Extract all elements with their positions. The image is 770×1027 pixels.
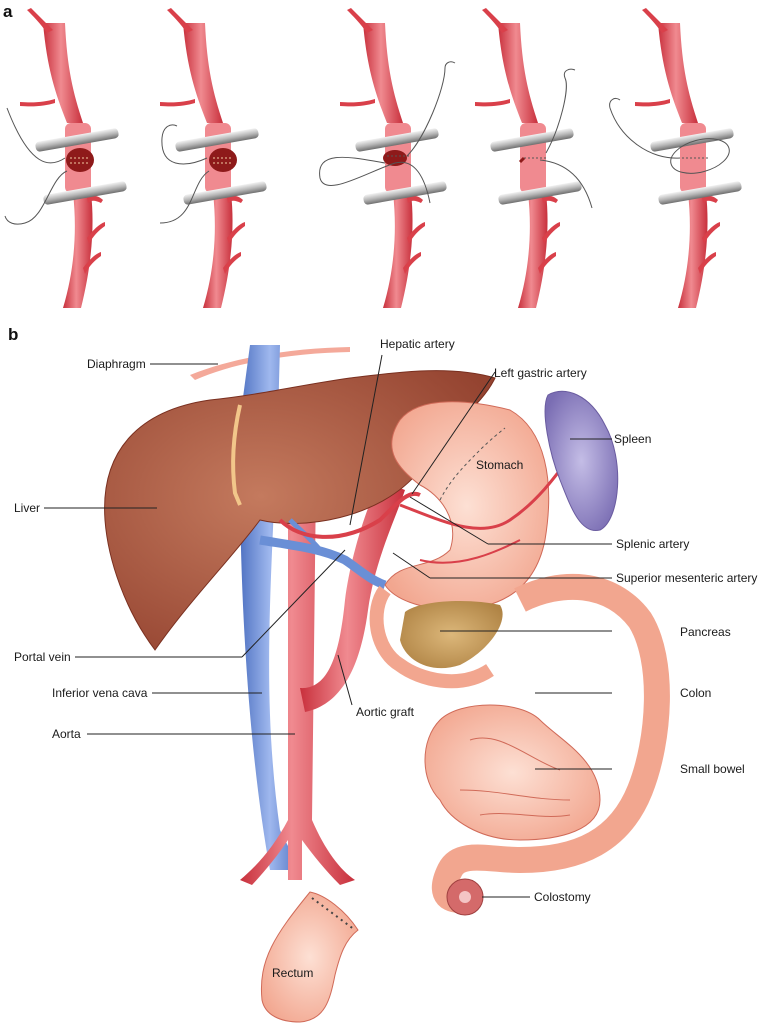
label-inferior-vena-cava: Inferior vena cava (52, 686, 148, 700)
anastomosis-step-3 (319, 8, 456, 308)
label-liver: Liver (14, 501, 41, 515)
panel-a-letter: a (3, 2, 13, 21)
label-splenic-artery: Splenic artery (616, 537, 690, 551)
label-spleen: Spleen (614, 432, 652, 446)
label-diaphragm: Diaphragm (87, 357, 146, 371)
aorta (240, 480, 355, 885)
anastomosis-step-1 (4, 8, 128, 308)
label-left-gastric-artery: Left gastric artery (494, 366, 587, 380)
label-small-bowel: Small bowel (680, 762, 745, 776)
duodenum (369, 585, 494, 689)
rectum (260, 891, 359, 1023)
anastomosis-step-2 (159, 8, 268, 308)
stomach (384, 401, 550, 611)
label-colostomy: Colostomy (534, 890, 591, 904)
label-pancreas: Pancreas (680, 625, 731, 639)
aortic-graft (300, 480, 405, 712)
portal-vein (259, 535, 387, 590)
falciform-ligament (231, 404, 242, 506)
anastomosis-step-4 (475, 8, 593, 308)
spleen (544, 390, 619, 531)
panel-b-letter: b (8, 325, 19, 344)
label-rectum: Rectum (272, 966, 314, 980)
label-hepatic-artery: Hepatic artery (380, 337, 455, 351)
label-aorta: Aorta (52, 727, 81, 741)
pancreas (400, 600, 503, 669)
label-superior-mesenteric-artery: Superior mesenteric artery (616, 571, 758, 585)
leader-lines (44, 354, 612, 898)
label-colon: Colon (680, 686, 712, 700)
label-aortic-graft: Aortic graft (356, 705, 415, 719)
small-bowel (424, 704, 601, 841)
colon (431, 573, 670, 913)
diaphragm (190, 347, 350, 380)
anastomosis-step-5 (609, 8, 743, 308)
label-stomach: Stomach (476, 458, 524, 472)
label-portal-vein: Portal vein (14, 650, 71, 664)
hepatic-artery (278, 491, 421, 539)
